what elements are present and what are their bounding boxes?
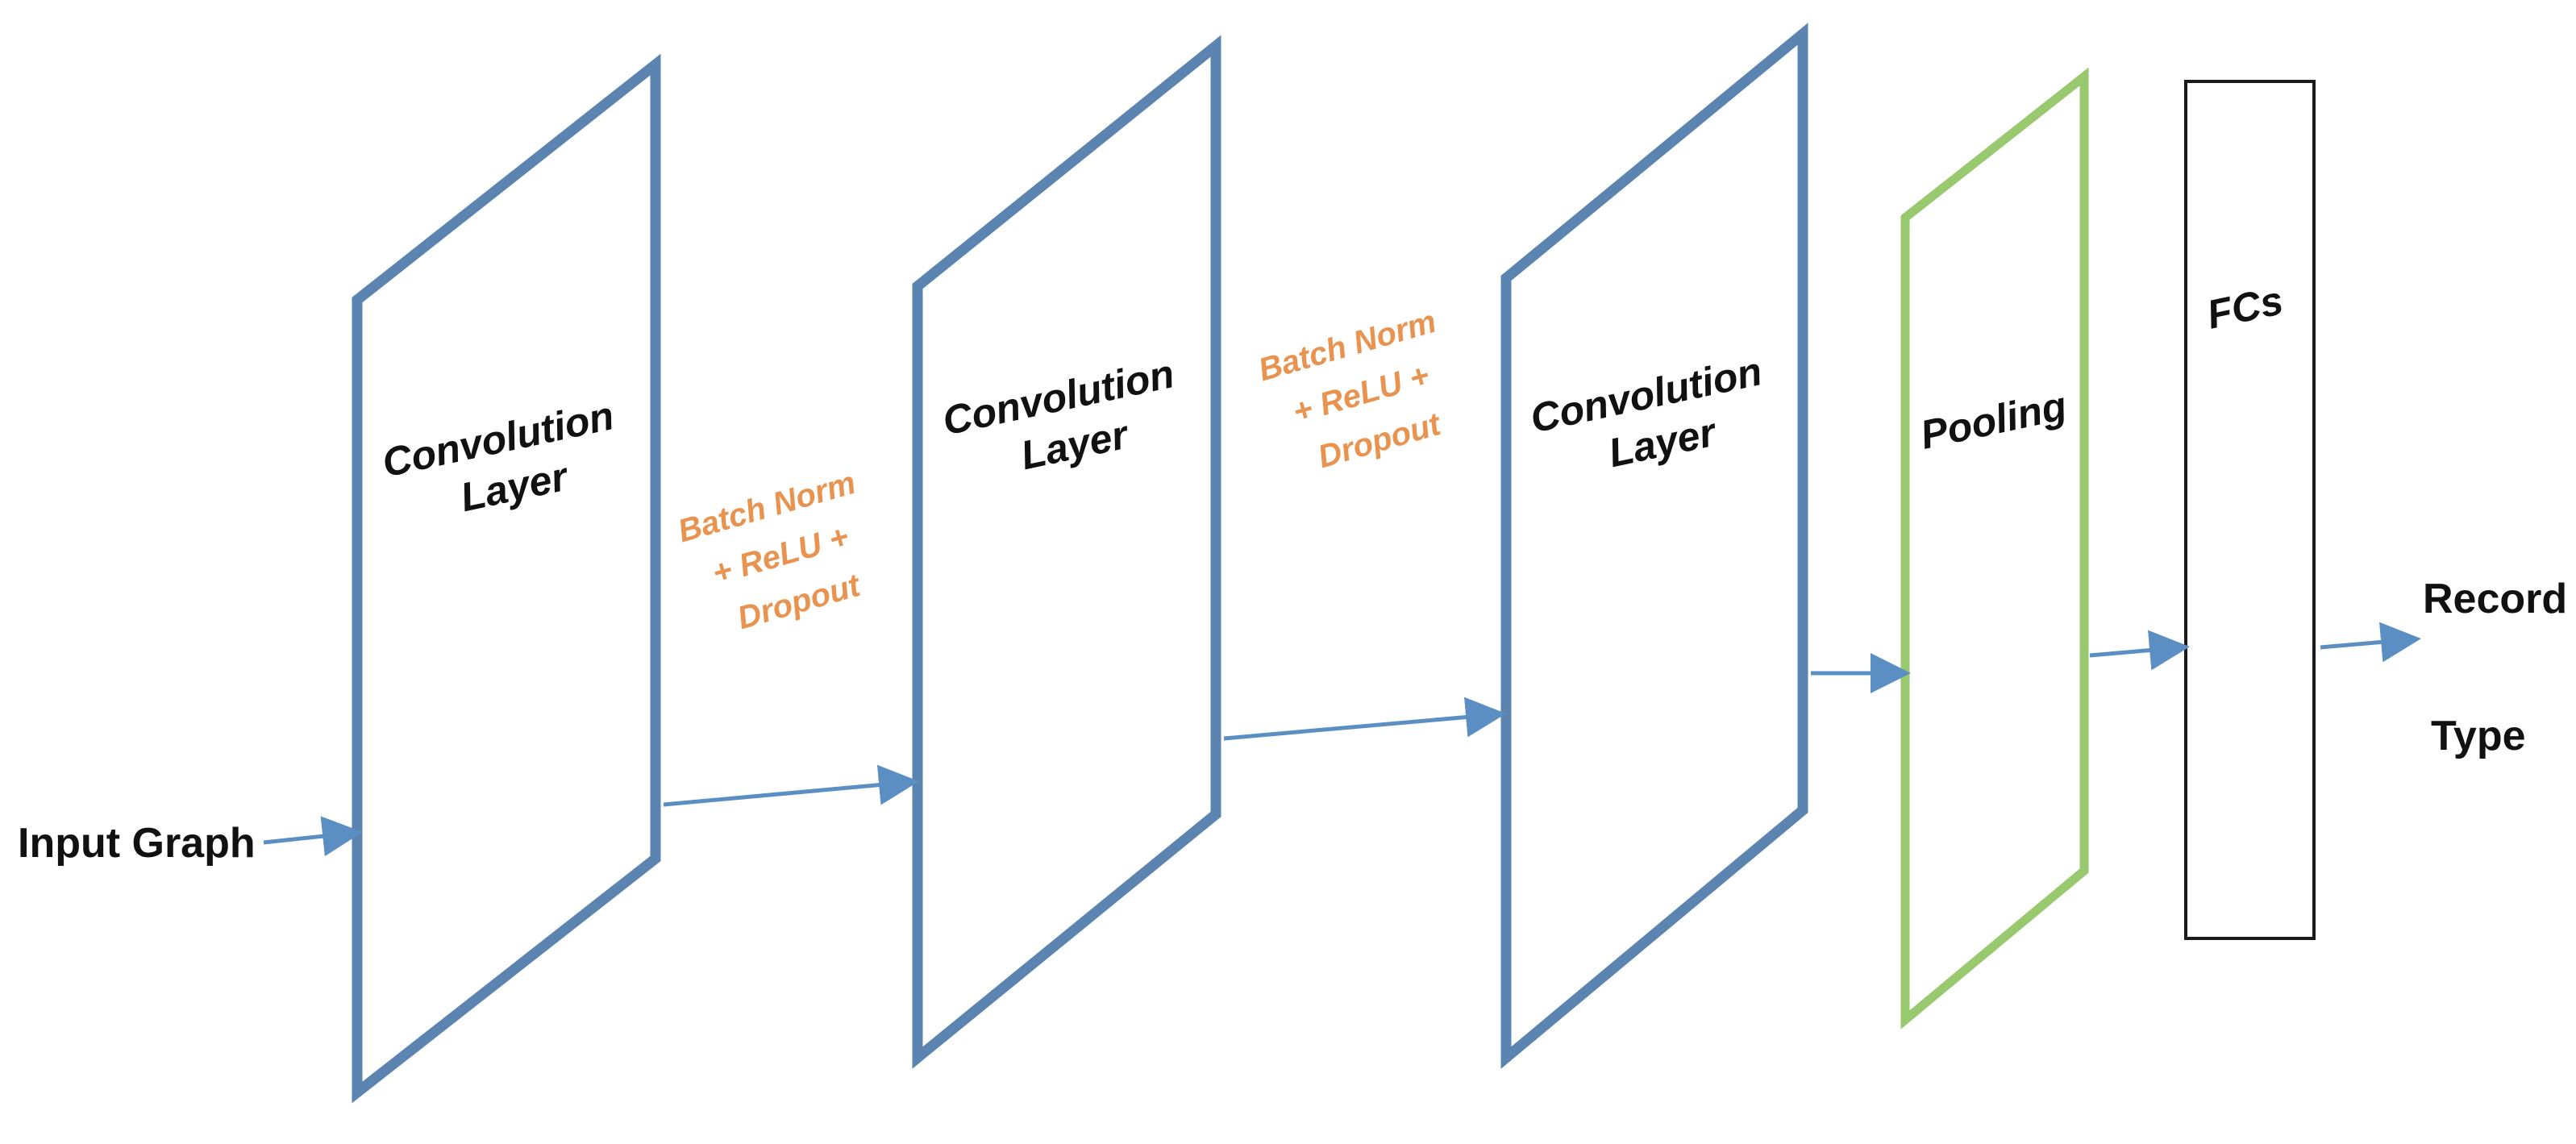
arrow-input-to-conv1 bbox=[263, 816, 363, 857]
arrow-pooling-to-fc bbox=[2089, 630, 2190, 671]
arrow-conv1-to-conv2 bbox=[663, 764, 919, 807]
op-label-2: Batch Norm + ReLU + Dropout bbox=[1255, 302, 1476, 485]
conv-layer-3-box bbox=[1500, 23, 1808, 1069]
op-label-1: Batch Norm + ReLU + Dropout bbox=[674, 463, 896, 646]
pooling-layer-box bbox=[1900, 67, 2089, 1030]
arrow-conv2-to-conv3 bbox=[1223, 697, 1506, 741]
output-label: Record Type bbox=[2423, 576, 2576, 759]
input-graph-label: Input Graph bbox=[18, 820, 256, 867]
arrow-fc-to-output bbox=[2320, 622, 2421, 663]
fc-layer-box bbox=[2184, 80, 2316, 940]
conv-layer-1-box bbox=[352, 53, 661, 1104]
conv-layer-2-box bbox=[912, 35, 1221, 1069]
